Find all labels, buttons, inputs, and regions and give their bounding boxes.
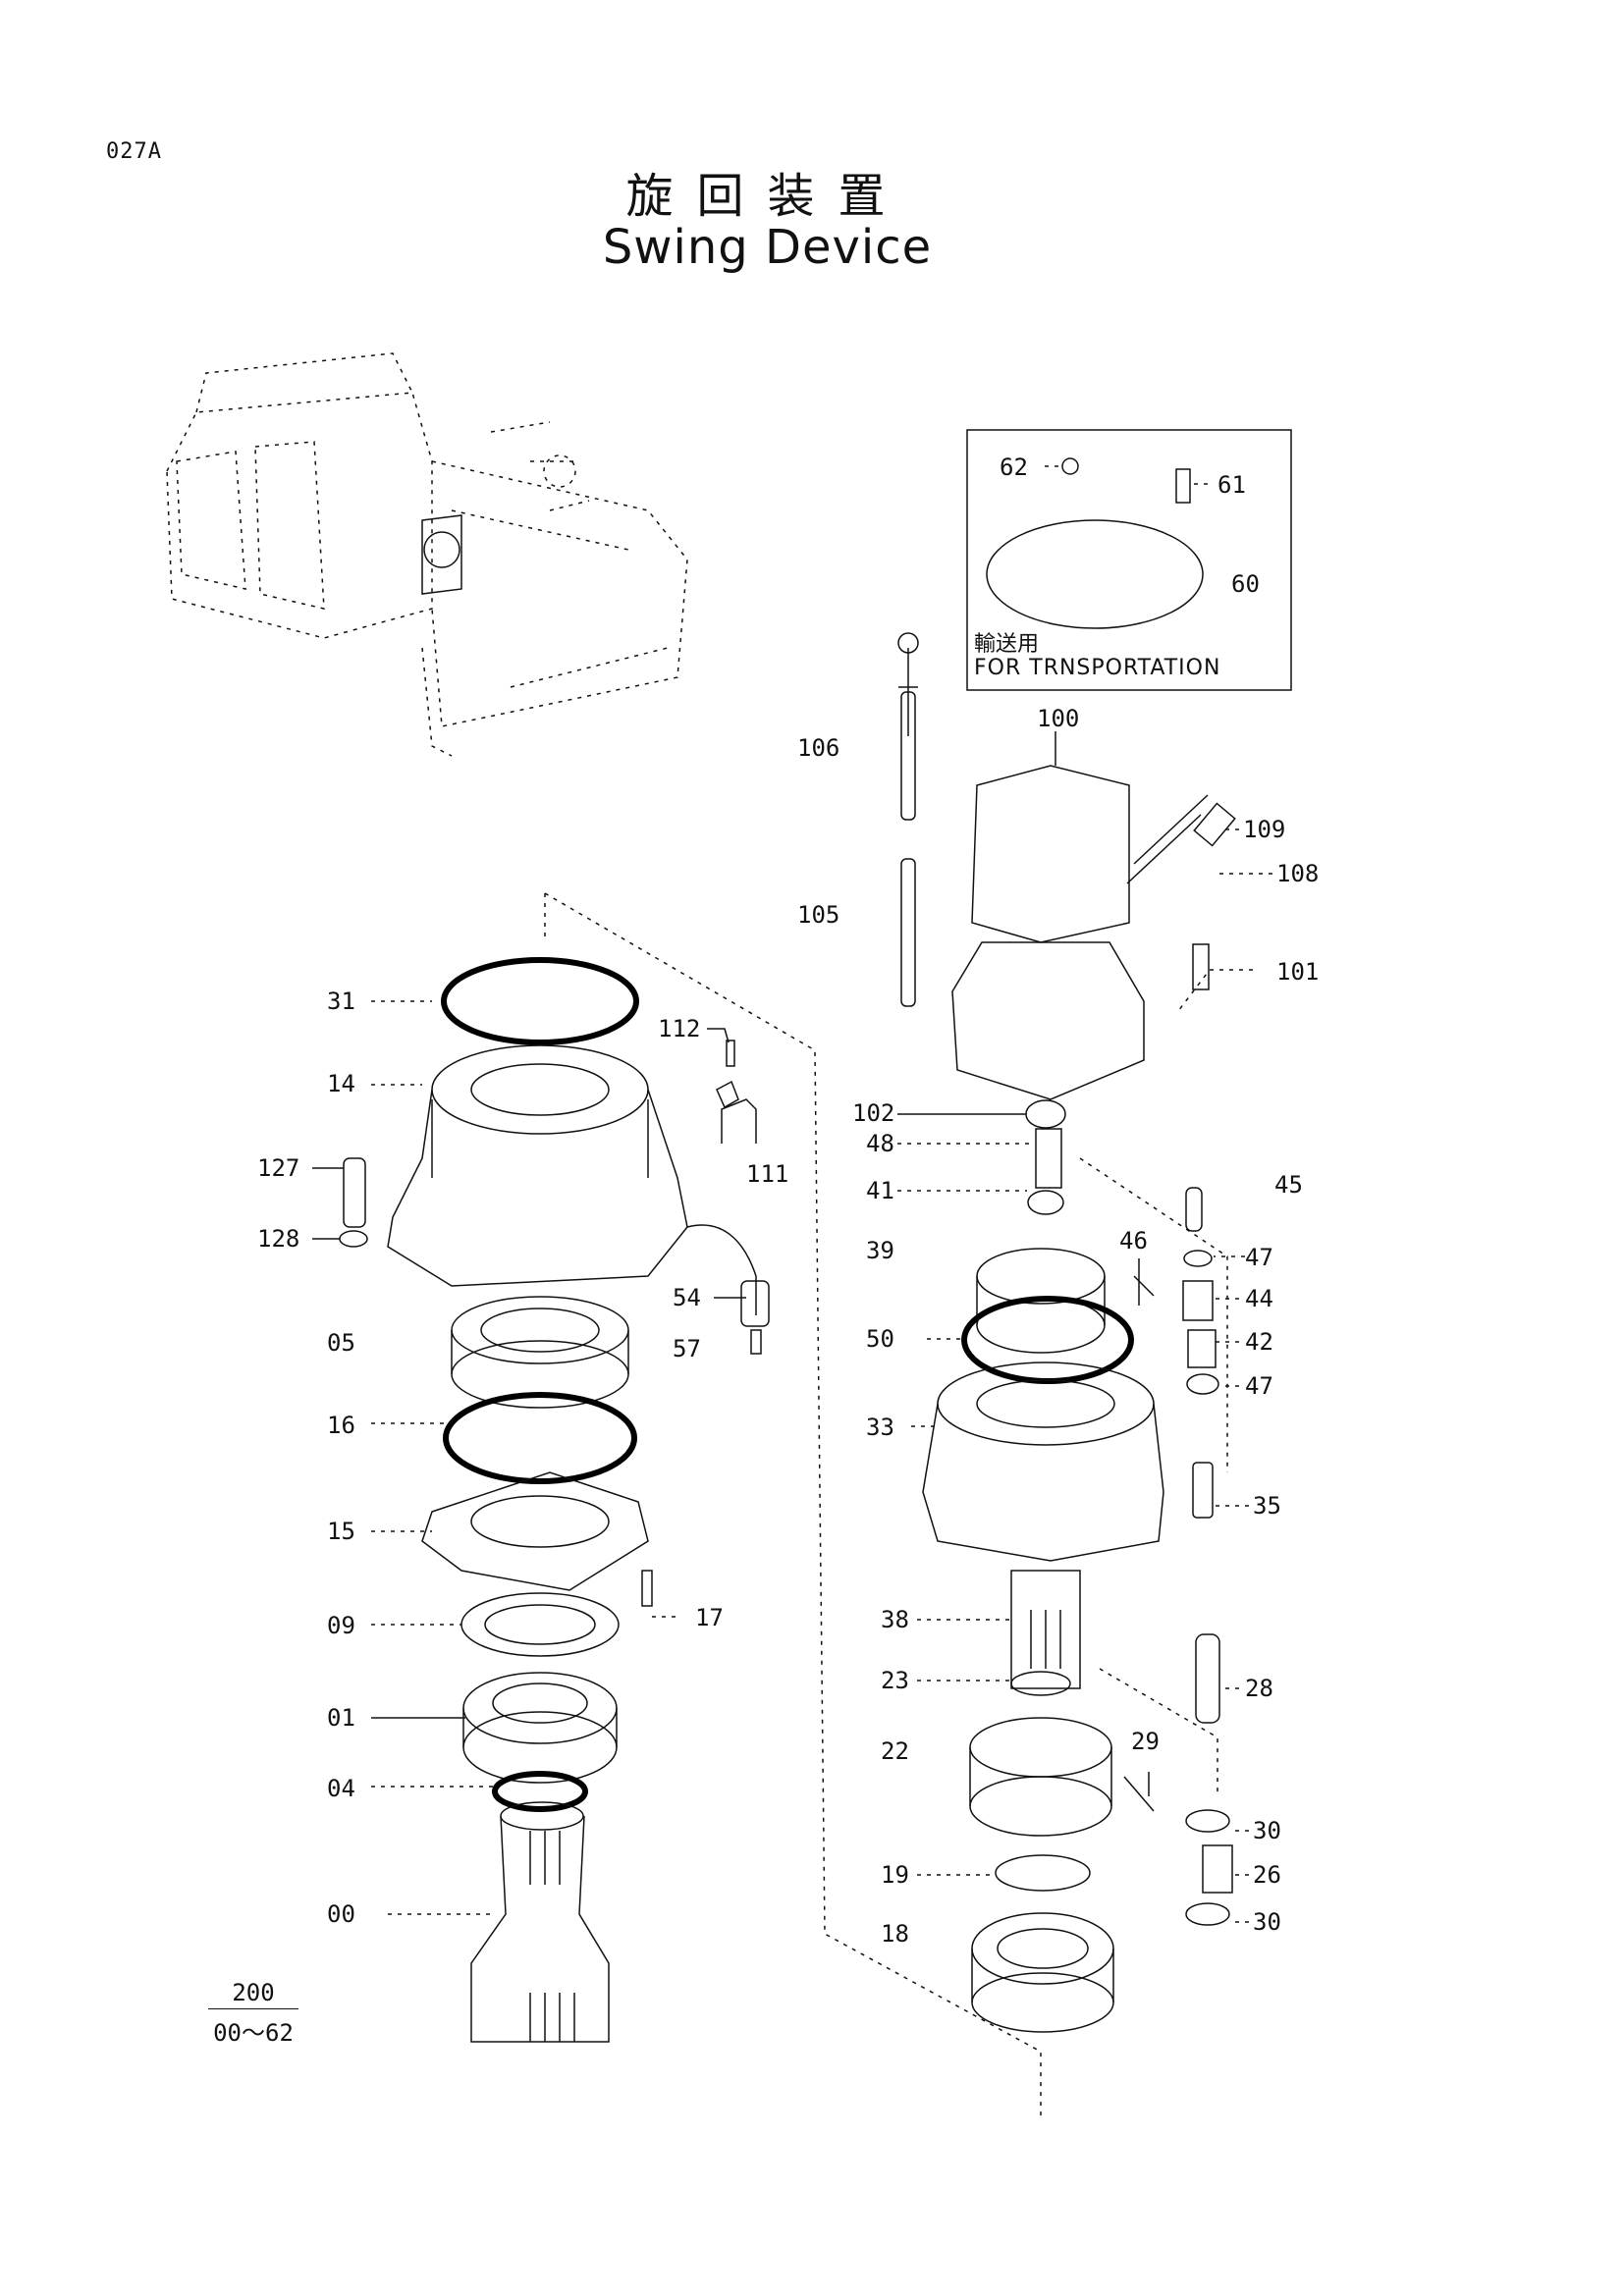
label-102: 102: [852, 1099, 894, 1127]
label-19: 19: [881, 1861, 909, 1889]
label-18: 18: [881, 1920, 909, 1948]
transport-note-jp: 輸送用: [974, 632, 1040, 657]
label-26: 26: [1253, 1861, 1281, 1889]
label-105: 105: [797, 901, 839, 929]
label-38: 38: [881, 1606, 909, 1633]
label-01: 01: [327, 1704, 355, 1732]
title-japanese: 旋回装置: [625, 169, 909, 224]
label-112: 112: [658, 1015, 700, 1042]
group-number: 200: [208, 1979, 298, 2009]
label-62: 62: [1000, 454, 1028, 481]
label-15: 15: [327, 1518, 355, 1545]
right-assembly: [897, 429, 1292, 2033]
label-109: 109: [1243, 816, 1285, 843]
page-code: 027A: [106, 139, 162, 164]
label-39: 39: [866, 1237, 894, 1264]
label-47-lower: 47: [1245, 1372, 1273, 1400]
label-04: 04: [327, 1775, 355, 1802]
label-28: 28: [1245, 1675, 1273, 1702]
label-46: 46: [1119, 1227, 1148, 1255]
label-30-lower: 30: [1253, 1908, 1281, 1936]
label-127: 127: [257, 1154, 299, 1182]
label-05: 05: [327, 1329, 355, 1357]
label-35: 35: [1253, 1492, 1281, 1520]
label-30-upper: 30: [1253, 1817, 1281, 1844]
label-57: 57: [673, 1335, 701, 1362]
label-45: 45: [1274, 1171, 1303, 1199]
label-41: 41: [866, 1177, 894, 1204]
label-42: 42: [1245, 1328, 1273, 1356]
left-assembly: [339, 892, 1042, 2120]
label-16: 16: [327, 1412, 355, 1439]
part-range: 00～62: [213, 2019, 294, 2047]
label-100: 100: [1037, 705, 1079, 732]
label-23: 23: [881, 1667, 909, 1694]
label-22: 22: [881, 1737, 909, 1765]
label-09: 09: [327, 1612, 355, 1639]
part-number-labels: 31 14 127 128 05 16 15 09 01 04 00 112 1…: [257, 454, 1319, 1948]
label-17: 17: [695, 1604, 724, 1631]
label-50: 50: [866, 1325, 894, 1353]
label-00: 00: [327, 1900, 355, 1928]
label-29: 29: [1131, 1728, 1160, 1755]
group-reference: 200 00～62: [208, 1979, 298, 2048]
title-english: Swing Device: [602, 220, 933, 275]
label-101: 101: [1276, 958, 1319, 986]
excavator-thumbnail-icon: [166, 352, 688, 757]
label-128: 128: [257, 1225, 299, 1253]
label-108: 108: [1276, 860, 1319, 887]
label-61: 61: [1217, 471, 1246, 499]
label-106: 106: [797, 734, 839, 762]
label-44: 44: [1245, 1285, 1273, 1312]
label-60: 60: [1231, 570, 1260, 598]
label-31: 31: [327, 988, 355, 1015]
label-14: 14: [327, 1070, 355, 1097]
label-48: 48: [866, 1130, 894, 1157]
label-54: 54: [673, 1284, 701, 1311]
transport-note-en: FOR TRNSPORTATION: [974, 656, 1221, 680]
label-33: 33: [866, 1414, 894, 1441]
leader-lines: [312, 465, 1272, 1923]
label-111: 111: [746, 1160, 788, 1188]
label-47-upper: 47: [1245, 1244, 1273, 1271]
